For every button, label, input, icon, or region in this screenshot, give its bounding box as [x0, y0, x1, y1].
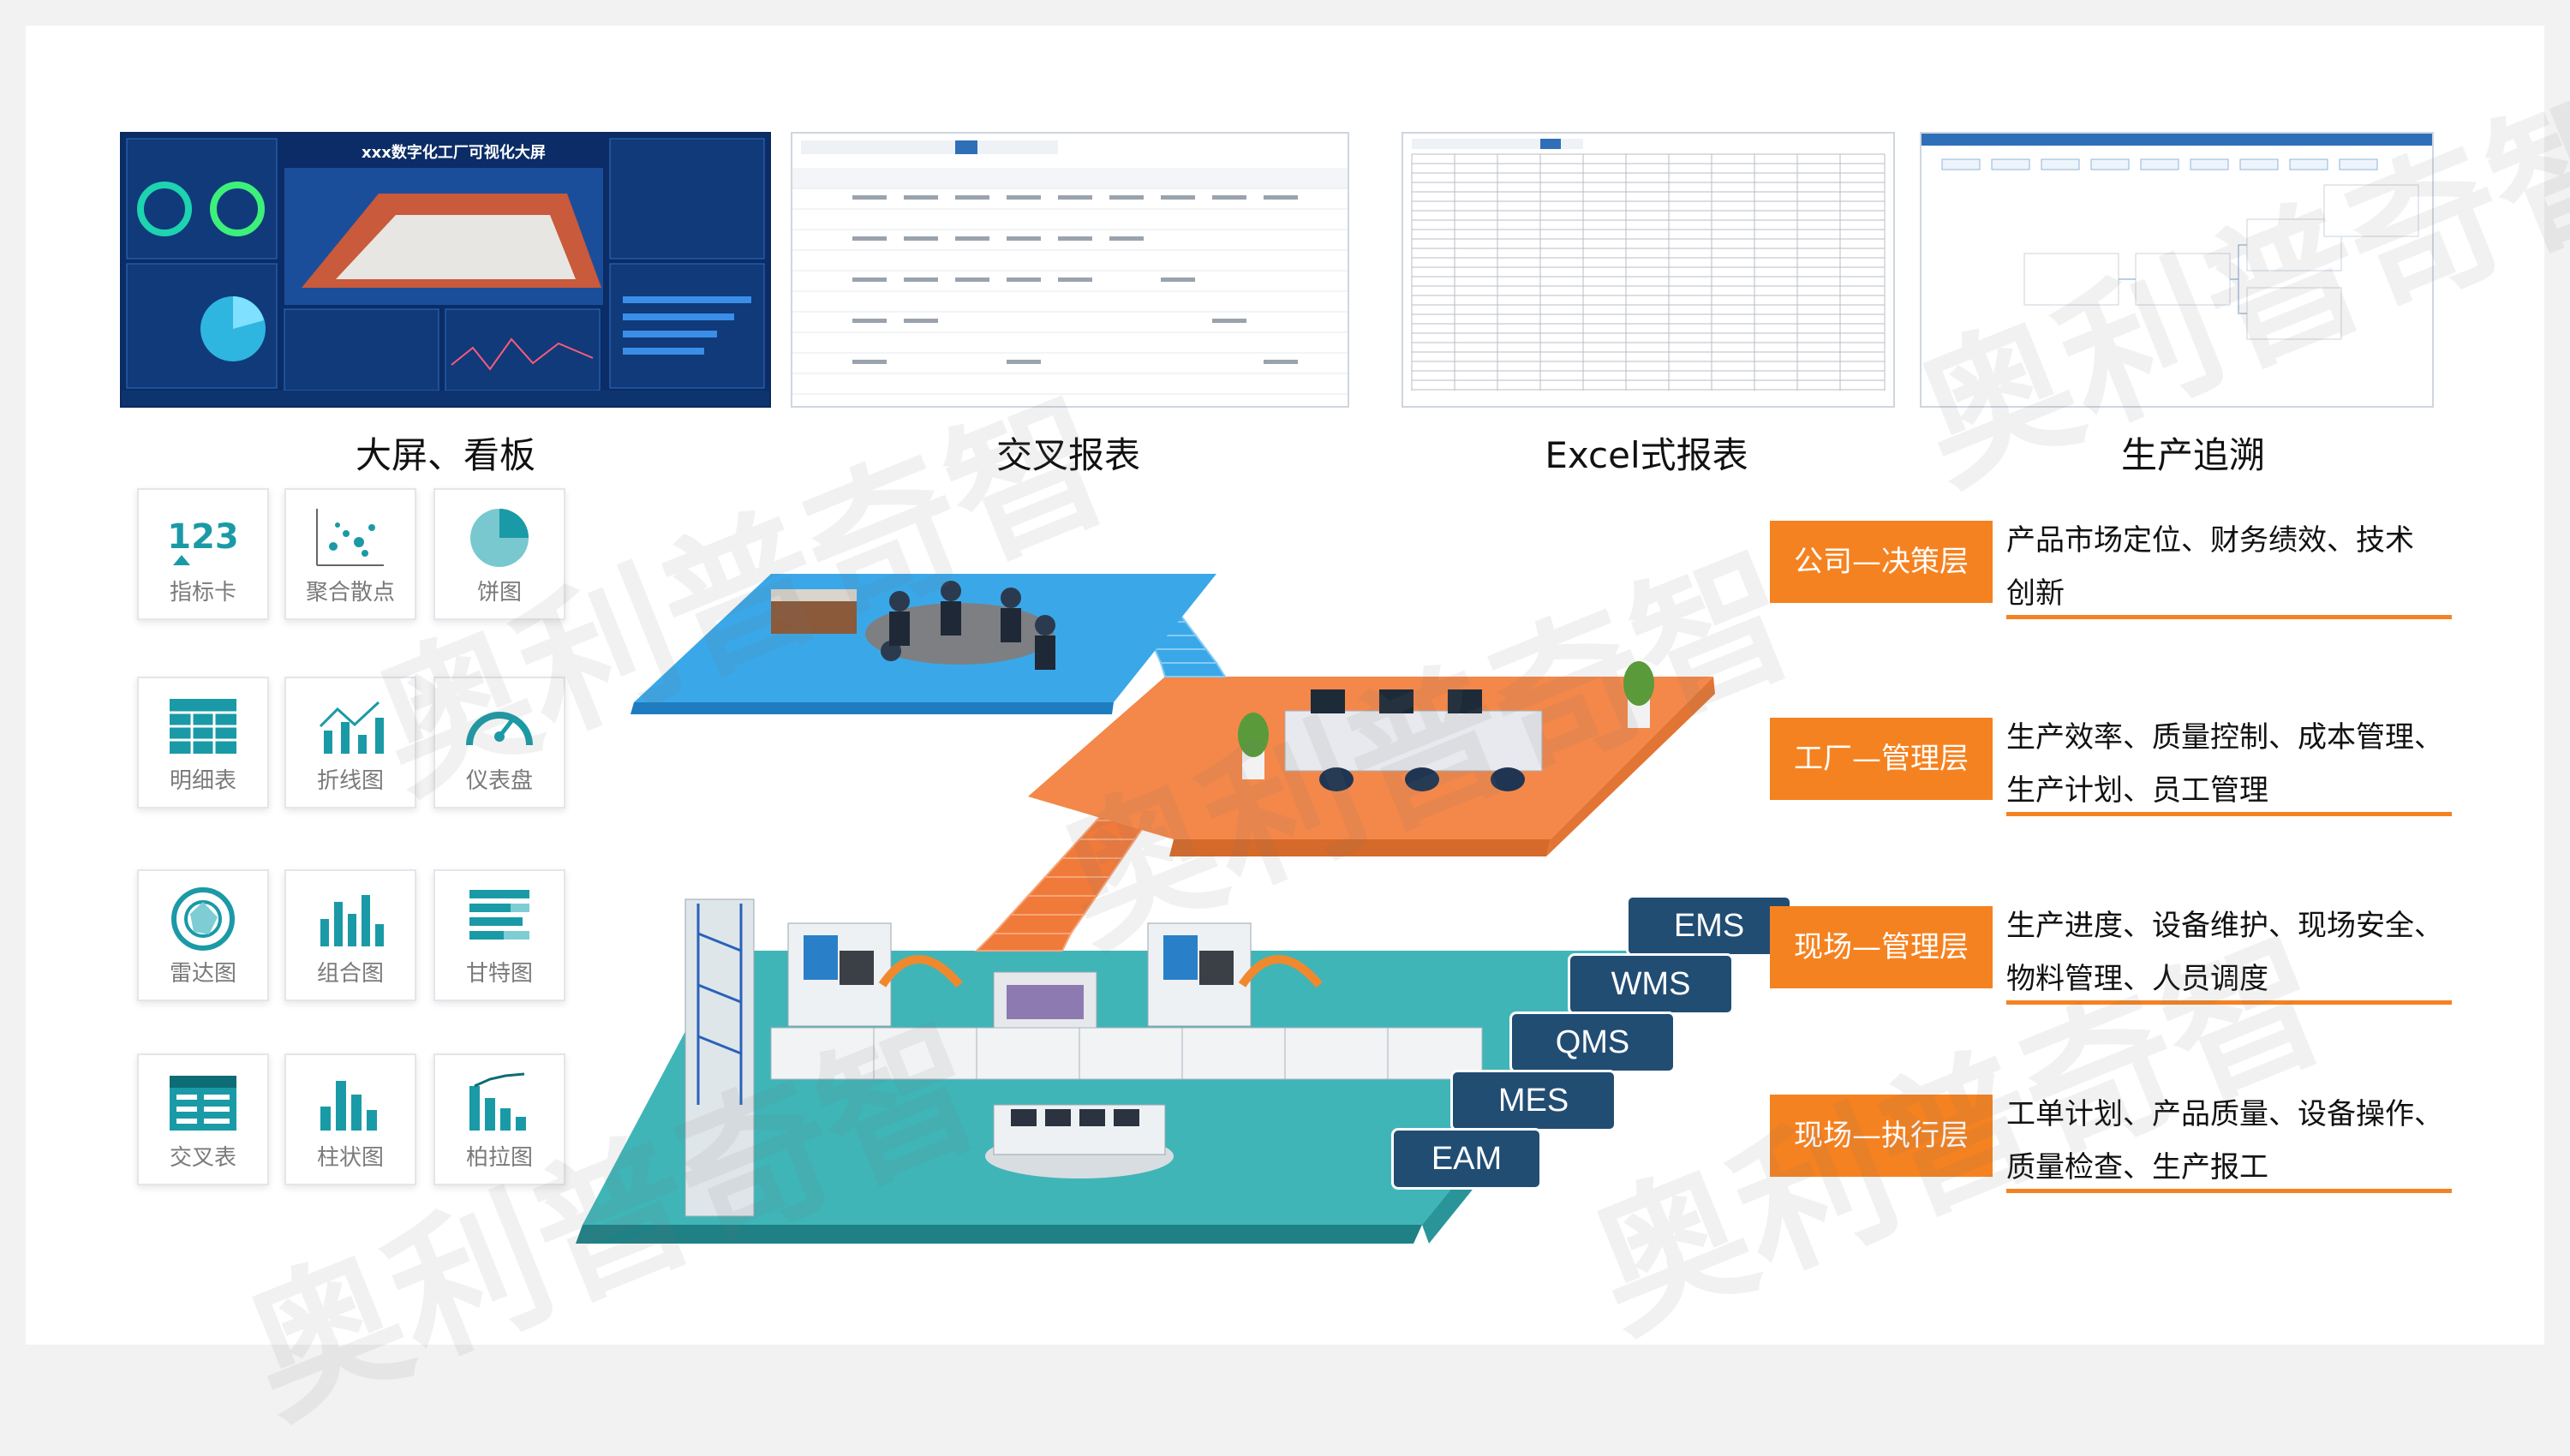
chart-type-label: 组合图	[316, 961, 384, 987]
layer-description-line1: 产品市场定位、财务绩效、技术	[2006, 523, 2414, 558]
traceability-graphic	[1922, 134, 2432, 406]
canvas: xxx数字化工厂可视化大屏 大屏、看板	[26, 26, 2570, 1449]
pareto-chart-icon	[469, 1072, 526, 1131]
layer-description-line1: 工单计划、产品质量、设备操作、	[2006, 1097, 2443, 1131]
system-tag-ems: EMS	[1626, 895, 1792, 957]
combo-chart-icon	[320, 895, 384, 946]
layer-underline	[2006, 1189, 2452, 1193]
layer-tag-2: 工厂—管理层	[1770, 718, 1993, 800]
chart-type-card-detail-table[interactable]: 明细表	[137, 677, 269, 809]
dashboard-thumbnail: xxx数字化工厂可视化大屏	[120, 132, 771, 408]
excel-report-thumbnail	[1402, 132, 1895, 408]
scatter-icon	[316, 509, 384, 566]
chart-type-card-line-chart[interactable]: 折线图	[284, 677, 416, 809]
thumbnail-label-traceability: 生产追溯	[2120, 434, 2265, 476]
chart-type-card-number-card[interactable]: 123 指标卡	[137, 488, 269, 620]
thumbnail-label-dashboard: 大屏、看板	[355, 434, 535, 476]
layer-underline	[2006, 615, 2452, 619]
dashboard-screen-graphic	[122, 134, 769, 406]
chart-type-label: 柏拉图	[465, 1145, 533, 1171]
layer-description-line2: 质量检查、生产报工	[2006, 1150, 2268, 1184]
production-line-machines	[684, 898, 1483, 1217]
system-tag-eam: EAM	[1391, 1128, 1542, 1190]
svg-text:123: 123	[167, 517, 239, 557]
dashboard-title: xxx数字化工厂可视化大屏	[362, 144, 546, 162]
factory-layers-illustration	[576, 574, 1715, 1244]
system-tag-mes: MES	[1450, 1070, 1617, 1131]
chart-type-card-pareto-chart[interactable]: 柏拉图	[433, 1053, 565, 1185]
chart-type-label: 柱状图	[316, 1145, 384, 1171]
chart-type-label: 饼图	[476, 580, 522, 606]
layer-description-4: 工单计划、产品质量、设备操作、质量检查、生产报工	[2006, 1088, 2443, 1194]
chart-type-card-combo-chart[interactable]: 组合图	[284, 869, 416, 1001]
chart-type-card-radar-chart[interactable]: 雷达图	[137, 869, 269, 1001]
chart-type-label: 雷达图	[169, 961, 236, 987]
line-chart-icon	[319, 701, 384, 754]
layer-description-3: 生产进度、设备维护、现场安全、物料管理、人员调度	[2006, 899, 2443, 1005]
chart-type-label: 指标卡	[169, 580, 236, 606]
system-tag-wms: WMS	[1568, 953, 1734, 1015]
layer-description-2: 生产效率、质量控制、成本管理、生产计划、员工管理	[2006, 711, 2443, 817]
traceability-thumbnail	[1920, 132, 2434, 408]
cross-report-thumbnail	[791, 132, 1349, 408]
bar-chart-icon	[320, 1081, 377, 1131]
chart-type-card-gantt-chart[interactable]: 甘特图	[433, 869, 565, 1001]
detail-table-icon	[170, 699, 236, 754]
chart-type-card-cross-table[interactable]: 交叉表	[137, 1053, 269, 1185]
layer-description-line1: 生产效率、质量控制、成本管理、	[2006, 720, 2443, 755]
office-desks	[1238, 661, 1654, 791]
gantt-chart-icon	[469, 890, 529, 940]
chart-type-label: 折线图	[316, 768, 384, 794]
layer-underline	[2006, 1000, 2452, 1005]
chart-type-label: 明细表	[169, 768, 236, 794]
layer-description-line1: 生产进度、设备维护、现场安全、	[2006, 909, 2443, 943]
chart-type-label: 交叉表	[169, 1145, 236, 1171]
gauge-icon	[466, 712, 533, 746]
chart-type-card-bar-chart[interactable]: 柱状图	[284, 1053, 416, 1185]
chart-type-card-scatter[interactable]: 聚合散点	[284, 488, 416, 620]
layer-description-line2: 生产计划、员工管理	[2006, 773, 2268, 808]
layer-description-1: 产品市场定位、财务绩效、技术创新	[2006, 514, 2414, 620]
layer-tag-3: 现场—管理层	[1770, 906, 1993, 988]
radar-chart-icon	[171, 887, 235, 951]
layer-underline	[2006, 812, 2452, 816]
layer-tag-1: 公司—决策层	[1770, 521, 1993, 603]
chart-type-label: 聚合散点	[305, 580, 395, 606]
layer-description-line2: 创新	[2006, 576, 2065, 611]
chart-type-label: 仪表盘	[465, 768, 533, 794]
thumbnail-label-cross-report: 交叉报表	[995, 434, 1140, 476]
layer-tag-4: 现场—执行层	[1770, 1095, 1993, 1177]
chart-type-card-pie-chart[interactable]: 饼图	[433, 488, 565, 620]
pie-chart-icon	[470, 509, 529, 567]
cross-table-icon	[170, 1076, 236, 1131]
cross-report-table-graphic	[792, 134, 1348, 406]
number-card-icon: 123	[167, 517, 239, 565]
chart-type-label: 甘特图	[465, 961, 533, 987]
excel-report-grid-graphic	[1403, 134, 1893, 406]
system-tag-qms: QMS	[1509, 1011, 1676, 1073]
layer-description-line2: 物料管理、人员调度	[2006, 962, 2268, 996]
chart-type-card-gauge[interactable]: 仪表盘	[433, 677, 565, 809]
thumbnail-label-excel-report: Excel式报表	[1545, 434, 1748, 476]
meeting-table	[771, 581, 1055, 670]
